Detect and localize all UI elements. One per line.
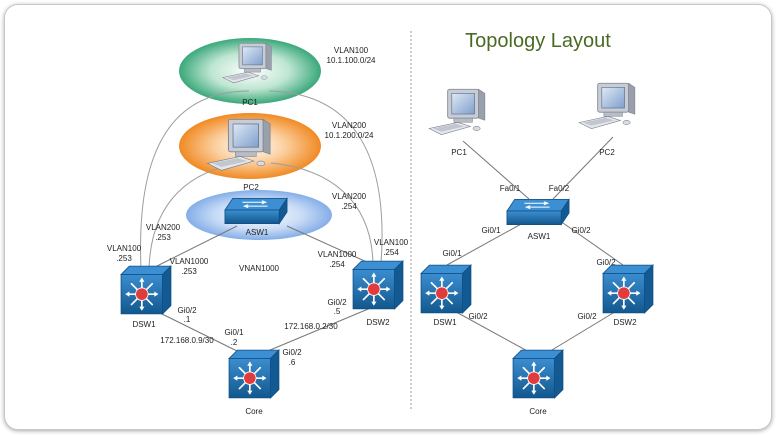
dsw1-vlan100-label: VLAN100 xyxy=(107,244,142,253)
dsw1-l3switch-icon[interactable] xyxy=(120,265,172,315)
page-title: Topology Layout xyxy=(465,30,611,52)
fa02-label: Fa0/2 xyxy=(549,184,570,193)
right-dsw1-l3switch-icon[interactable] xyxy=(420,264,472,314)
left-pc2-label: PC2 xyxy=(243,183,259,192)
left-core-label: Core xyxy=(245,407,263,416)
left-dsw2-label: DSW2 xyxy=(366,318,390,327)
dsw2-vlan1000-ip: .254 xyxy=(329,260,345,269)
dsw1-core-link-r xyxy=(446,306,532,354)
right-pc1-label: PC1 xyxy=(451,148,467,157)
core-gi01-ip: .2 xyxy=(231,338,238,347)
dsw2-vlan100-label: VLAN100 xyxy=(374,238,409,247)
right-dsw2-l3switch-icon[interactable] xyxy=(602,264,654,314)
right-asw1-label: ASW1 xyxy=(528,232,551,241)
pc1-asw1-link xyxy=(462,140,530,200)
left-dsw1-label: DSW1 xyxy=(132,320,156,329)
dsw2-core-subnet: 172.168.0.2/30 xyxy=(284,322,338,331)
dsw2-vlan100-ip: .254 xyxy=(383,248,399,257)
vlan200-subnet: 10.1.200.0/24 xyxy=(325,131,374,140)
dsw2-core-link xyxy=(262,306,374,354)
dsw1-vlan200-label: VLAN200 xyxy=(146,223,181,232)
asw1-dsw1-link-r xyxy=(446,222,524,266)
dsw2-l3switch-icon[interactable] xyxy=(352,260,404,310)
core-gi02-label: Gi0/2 xyxy=(282,348,302,357)
dsw2-gi02-top-label: Gi0/2 xyxy=(596,258,616,267)
asw1-dsw1-link xyxy=(150,225,238,270)
dsw1-core-subnet: 172.168.0.9/30 xyxy=(160,336,214,345)
vlan100-subnet: 10.1.100.0/24 xyxy=(327,56,376,65)
dsw2-gi02-bottom-label: Gi0/2 xyxy=(577,312,597,321)
core-gi02-ip: .6 xyxy=(289,358,296,367)
dsw2-core-link-r xyxy=(546,306,624,354)
topology-canvas: VLAN100 10.1.100.0/24 PC1 VLAN200 10.1.2… xyxy=(107,30,654,416)
right-topology: Topology Layout PC1 PC2 Fa0/1 Fa0/2 Gi0/… xyxy=(420,30,654,416)
pc2-dsw2-link xyxy=(270,162,374,264)
diagram-frame: VLAN100 10.1.100.0/24 PC1 VLAN200 10.1.2… xyxy=(4,4,772,430)
dsw2-vlan200-ip: .254 xyxy=(341,202,357,211)
dsw1-vlan1000-label: VLAN1000 xyxy=(170,257,209,266)
asw1-dsw2-link xyxy=(286,225,370,264)
asw1-gi02-label: Gi0/2 xyxy=(571,226,591,235)
core-l3switch-icon[interactable] xyxy=(228,349,280,399)
pc2-asw1-link xyxy=(552,136,614,200)
dsw1-gi02-ip: .1 xyxy=(184,315,191,324)
right-pc2-computer-icon[interactable] xyxy=(578,82,636,130)
right-core-l3switch-icon[interactable] xyxy=(512,349,564,399)
pc1-dsw1-link xyxy=(140,90,250,270)
dsw2-vlan1000-label: VLAN1000 xyxy=(318,250,357,259)
dsw1-gi01-label: Gi0/1 xyxy=(442,249,462,258)
dsw1-gi02-label-r: Gi0/2 xyxy=(468,312,488,321)
asw1-switch-icon[interactable] xyxy=(224,197,288,225)
right-pc2-label: PC2 xyxy=(599,148,615,157)
dsw1-vlan200-ip: .253 xyxy=(155,233,171,242)
dsw2-gi02-label: Gi0/2 xyxy=(327,298,347,307)
fa01-label: Fa0/1 xyxy=(500,184,521,193)
vnan1000-label: VNAN1000 xyxy=(239,264,280,273)
asw1-gi01-label: Gi0/1 xyxy=(481,226,501,235)
vlan100-title: VLAN100 xyxy=(334,46,369,55)
right-core-label: Core xyxy=(529,407,547,416)
dsw2-gi02-ip: .5 xyxy=(334,307,341,316)
left-pc1-label: PC1 xyxy=(242,98,258,107)
right-pc1-computer-icon[interactable] xyxy=(428,88,486,136)
asw1-dsw2-link-r xyxy=(562,222,624,266)
dsw1-gi02-label: Gi0/2 xyxy=(177,306,197,315)
left-asw1-label: ASW1 xyxy=(246,228,269,237)
dsw1-vlan1000-ip: .253 xyxy=(181,267,197,276)
right-asw1-switch-icon[interactable] xyxy=(506,198,570,226)
vlan200-title: VLAN200 xyxy=(332,121,367,130)
dsw1-core-link xyxy=(155,310,242,354)
core-gi01-label: Gi0/1 xyxy=(224,328,244,337)
right-dsw2-label: DSW2 xyxy=(613,318,637,327)
pc1-dsw2-link xyxy=(268,90,383,264)
dsw1-vlan100-ip: .253 xyxy=(116,254,132,263)
left-topology: VLAN100 10.1.100.0/24 PC1 VLAN200 10.1.2… xyxy=(107,38,409,416)
right-dsw1-label: DSW1 xyxy=(433,318,457,327)
dsw2-vlan200-label: VLAN200 xyxy=(332,192,367,201)
